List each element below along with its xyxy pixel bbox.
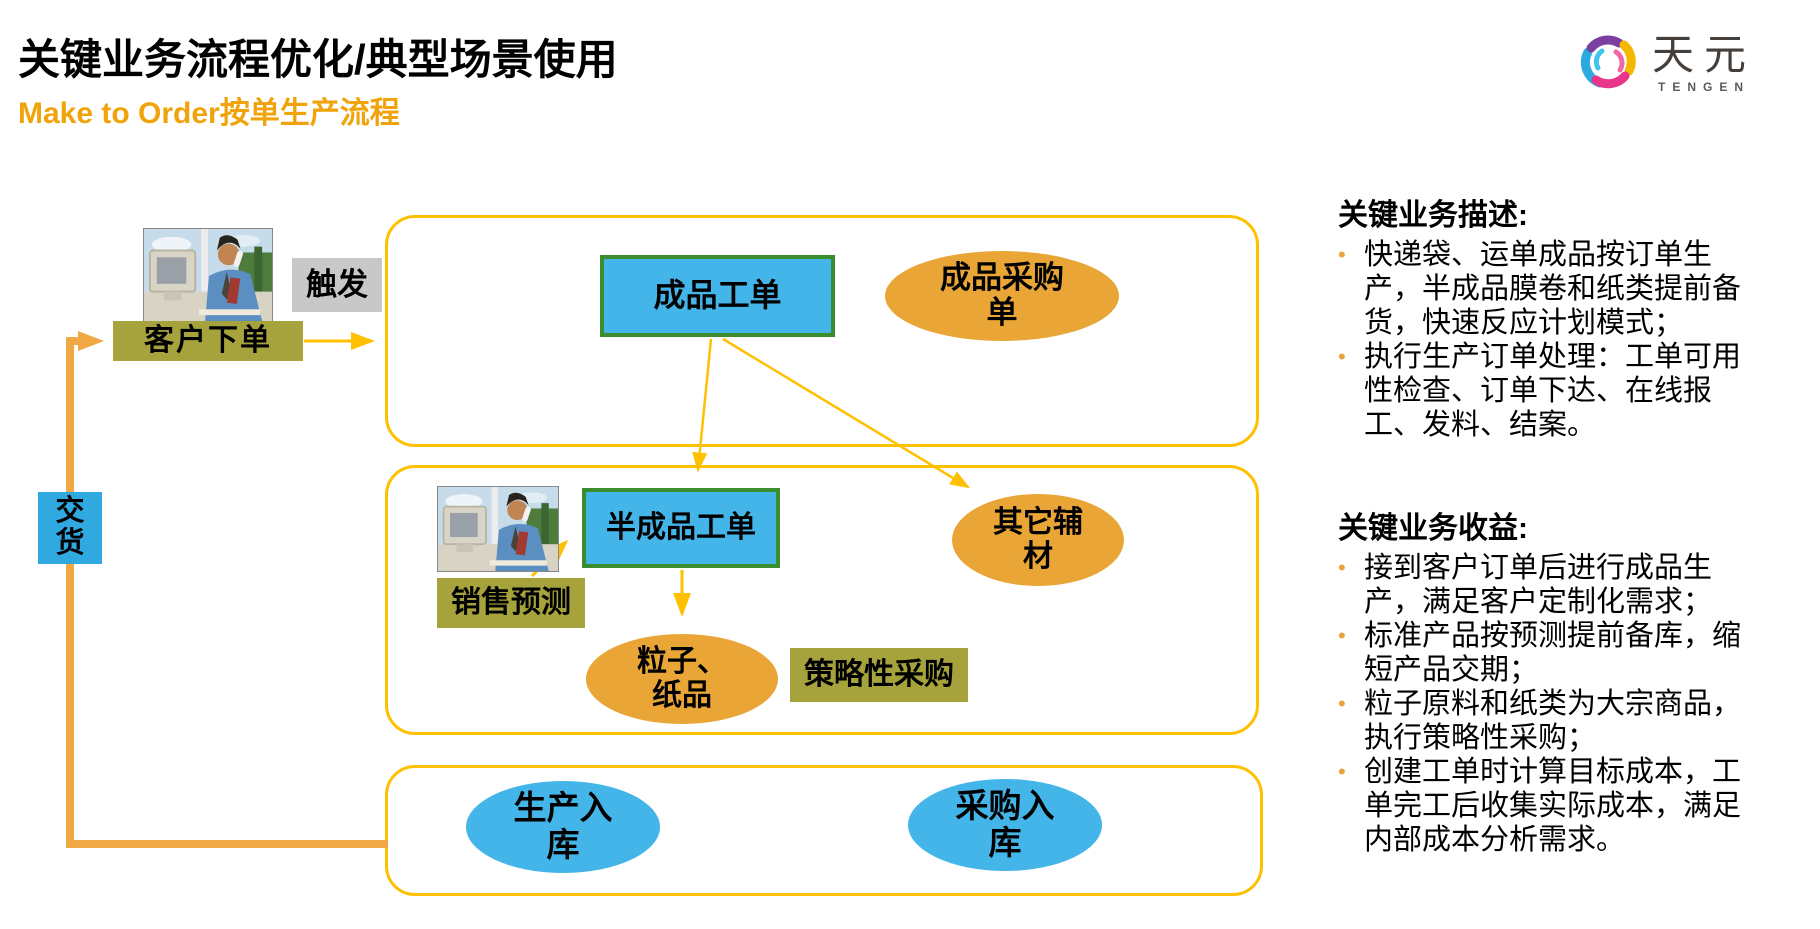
granule-line2: 纸品 xyxy=(652,679,712,712)
page-subtitle: Make to Order按单生产流程 xyxy=(18,97,400,130)
bullet-dot-icon: • xyxy=(1338,242,1346,267)
description-bullet-text: 快递袋、运单成品按订单生产，半成品膜卷和纸类提前备货，快速反应计划模式； xyxy=(1364,239,1742,339)
key-business-description: 关键业务描述: • 快递袋、运单成品按订单生产，半成品膜卷和纸类提前备货，快速反… xyxy=(1338,190,1766,442)
purchase-inbound-ellipse: 采购入 库 xyxy=(908,779,1102,871)
prod-in-line1: 生产入 xyxy=(513,789,613,827)
sales-forecast-label: 销售预测 xyxy=(437,578,585,628)
logo-name: 天元 xyxy=(1652,31,1757,78)
other-aux-line2: 材 xyxy=(1023,540,1053,573)
customer-photo xyxy=(143,228,273,322)
page-title: 关键业务流程优化/典型场景使用 xyxy=(18,36,618,83)
finished-purchase-order-ellipse: 成品采购 单 xyxy=(885,251,1119,341)
prod-in-line2: 库 xyxy=(546,826,580,863)
description-bullet-text: 执行生产订单处理：工单可用性检查、订单下达、在线报工、发料、结案。 xyxy=(1364,341,1742,441)
other-aux-material-ellipse: 其它辅 材 xyxy=(952,494,1124,586)
semi-finished-work-order-box: 半成品工单 xyxy=(582,488,780,568)
delivery-loop-arrow xyxy=(66,331,388,848)
finished-po-line2: 单 xyxy=(986,295,1018,330)
bullet-dot-icon: • xyxy=(1338,555,1346,580)
production-inbound-ellipse: 生产入 库 xyxy=(466,781,660,873)
customer-order-label: 客户下单 xyxy=(113,321,303,361)
benefit-bullet: • 标准产品按预测提前备库，缩短产品交期； xyxy=(1338,619,1766,687)
company-logo: 天元 TENGEN xyxy=(1576,30,1756,94)
purch-in-line1: 采购入 xyxy=(955,787,1055,825)
benefits-heading: 关键业务收益: xyxy=(1338,512,1528,545)
planner-photo xyxy=(437,486,559,572)
other-aux-line1: 其它辅 xyxy=(993,506,1083,540)
strategic-purchase-label: 策略性采购 xyxy=(790,648,968,702)
finished-po-line1: 成品采购 xyxy=(940,260,1064,296)
description-bullet: • 执行生产订单处理：工单可用性检查、订单下达、在线报工、发料、结案。 xyxy=(1338,340,1766,442)
delivery-label: 交 货 xyxy=(38,492,102,564)
bullet-dot-icon: • xyxy=(1338,344,1346,369)
description-heading: 关键业务描述: xyxy=(1338,199,1528,232)
logo-subtext: TENGEN xyxy=(1658,80,1751,94)
benefit-bullet-text: 标准产品按预测提前备库，缩短产品交期； xyxy=(1364,620,1742,686)
benefit-bullet-text: 粒子原料和纸类为大宗商品，执行策略性采购； xyxy=(1364,688,1742,754)
delivery-line1: 交 xyxy=(55,495,85,528)
benefit-bullet-text: 创建工单时计算目标成本，工单完工后收集实际成本，满足内部成本分析需求。 xyxy=(1364,756,1742,856)
description-bullet: • 快递袋、运单成品按订单生产，半成品膜卷和纸类提前备货，快速反应计划模式； xyxy=(1338,238,1766,340)
delivery-line2: 货 xyxy=(55,527,85,559)
trigger-label: 触发 xyxy=(292,258,382,312)
bullet-dot-icon: • xyxy=(1338,759,1346,784)
benefit-bullet: • 接到客户订单后进行成品生产，满足客户定制化需求； xyxy=(1338,551,1766,619)
tengen-logo-icon xyxy=(1580,35,1636,89)
benefit-bullet: • 创建工单时计算目标成本，工单完工后收集实际成本，满足内部成本分析需求。 xyxy=(1338,755,1766,857)
purch-in-line2: 库 xyxy=(988,824,1022,861)
key-business-benefits: 关键业务收益: • 接到客户订单后进行成品生产，满足客户定制化需求； • 标准产… xyxy=(1338,503,1766,857)
finished-work-order-box: 成品工单 xyxy=(600,255,835,337)
bullet-dot-icon: • xyxy=(1338,623,1346,648)
granule-line1: 粒子、 xyxy=(637,645,727,679)
benefit-bullet-text: 接到客户订单后进行成品生产，满足客户定制化需求； xyxy=(1364,552,1713,618)
bullet-dot-icon: • xyxy=(1338,691,1346,716)
benefit-bullet: • 粒子原料和纸类为大宗商品，执行策略性采购； xyxy=(1338,687,1766,755)
granule-paper-ellipse: 粒子、 纸品 xyxy=(586,634,778,724)
